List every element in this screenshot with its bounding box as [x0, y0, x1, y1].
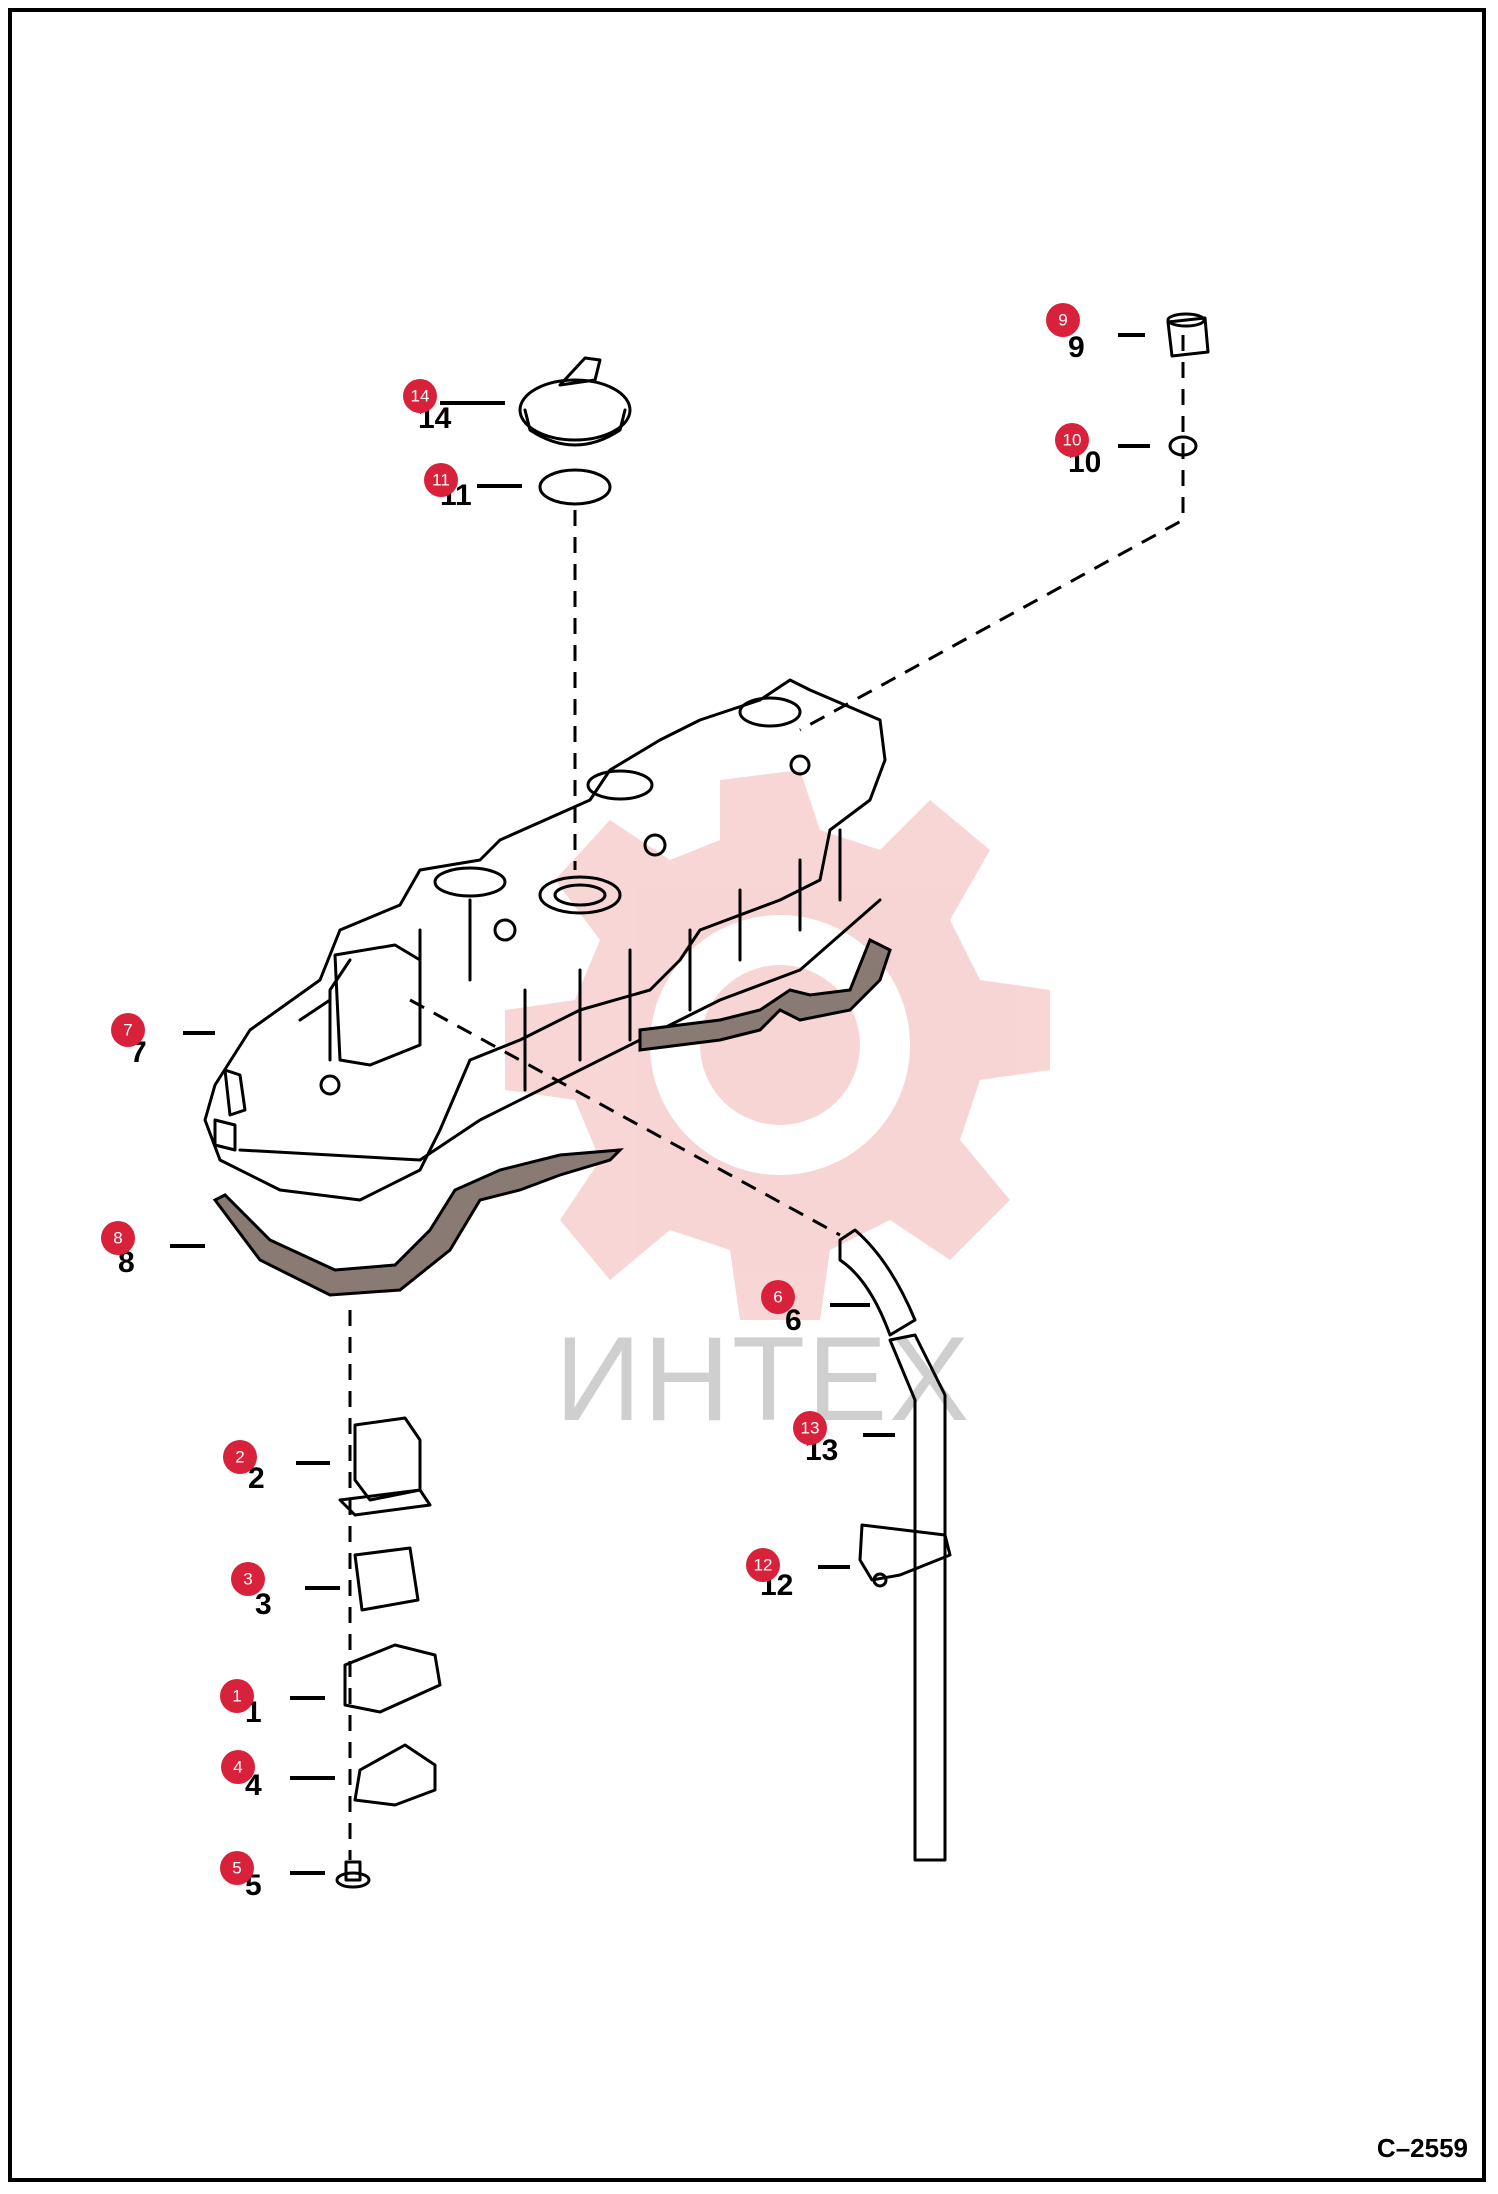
callout-12: 12	[746, 1548, 780, 1582]
svg-text:11: 11	[432, 471, 450, 490]
callout-bubbles: 14 11 9 10 7 8 6 13 12 2 3 1 4 5	[101, 303, 1089, 1885]
watermark-gear-logo	[505, 770, 1050, 1320]
mounting-bolt	[335, 1860, 371, 1889]
svg-text:1: 1	[232, 1687, 241, 1706]
breather-tube	[888, 1333, 947, 1862]
svg-text:8: 8	[113, 1229, 122, 1248]
svg-text:7: 7	[123, 1021, 132, 1040]
callout-7: 7	[111, 1013, 145, 1047]
mounting-bracket	[353, 1743, 437, 1807]
filler-cap-o-ring	[538, 468, 612, 506]
part-number-2: 2	[248, 1462, 265, 1495]
callout-3: 3	[231, 1562, 265, 1596]
separator-plate	[343, 1643, 442, 1714]
valve-cover-gasket-rear	[638, 937, 892, 1052]
svg-text:3: 3	[243, 1570, 252, 1589]
callout-1: 1	[220, 1679, 254, 1713]
svg-text:5: 5	[232, 1859, 241, 1878]
callout-4: 4	[221, 1750, 255, 1784]
callout-10: 10	[1055, 423, 1089, 457]
valve-cover-gasket	[212, 1148, 624, 1297]
tube-clamp	[858, 1523, 952, 1582]
leader-lines	[170, 333, 1150, 1875]
callout-8: 8	[101, 1221, 135, 1255]
figure-code: C–2559	[1376, 2133, 1468, 2163]
svg-text:6: 6	[773, 1288, 782, 1307]
svg-text:10: 10	[1063, 431, 1082, 450]
separator-filter	[353, 1546, 420, 1612]
assembly-line-breather	[799, 335, 1185, 732]
svg-text:4: 4	[233, 1758, 242, 1777]
part-number-9: 9	[1068, 331, 1085, 364]
callout-2: 2	[223, 1440, 257, 1474]
valve-cover	[203, 678, 887, 1202]
callout-11: 11	[424, 463, 458, 497]
svg-text:13: 13	[801, 1419, 820, 1438]
svg-text:9: 9	[1058, 311, 1067, 330]
separator-housing	[338, 1416, 432, 1517]
diagram-frame	[8, 8, 1486, 2182]
callout-9: 9	[1046, 303, 1080, 337]
svg-text:14: 14	[411, 387, 430, 406]
svg-text:2: 2	[235, 1448, 244, 1467]
part-number-3: 3	[255, 1588, 272, 1621]
callout-14: 14	[403, 379, 437, 413]
svg-text:12: 12	[754, 1556, 773, 1575]
callout-5: 5	[220, 1851, 254, 1885]
callout-6: 6	[761, 1280, 795, 1314]
breather-fitting	[1166, 312, 1210, 358]
part-number-6: 6	[785, 1304, 802, 1337]
watermark-text: ИНТЕХ	[555, 1312, 971, 1446]
callout-13: 13	[793, 1411, 827, 1445]
assembly-line-hose	[409, 998, 841, 1237]
breather-hose	[838, 1228, 917, 1337]
oil-filler-cap	[518, 356, 632, 447]
